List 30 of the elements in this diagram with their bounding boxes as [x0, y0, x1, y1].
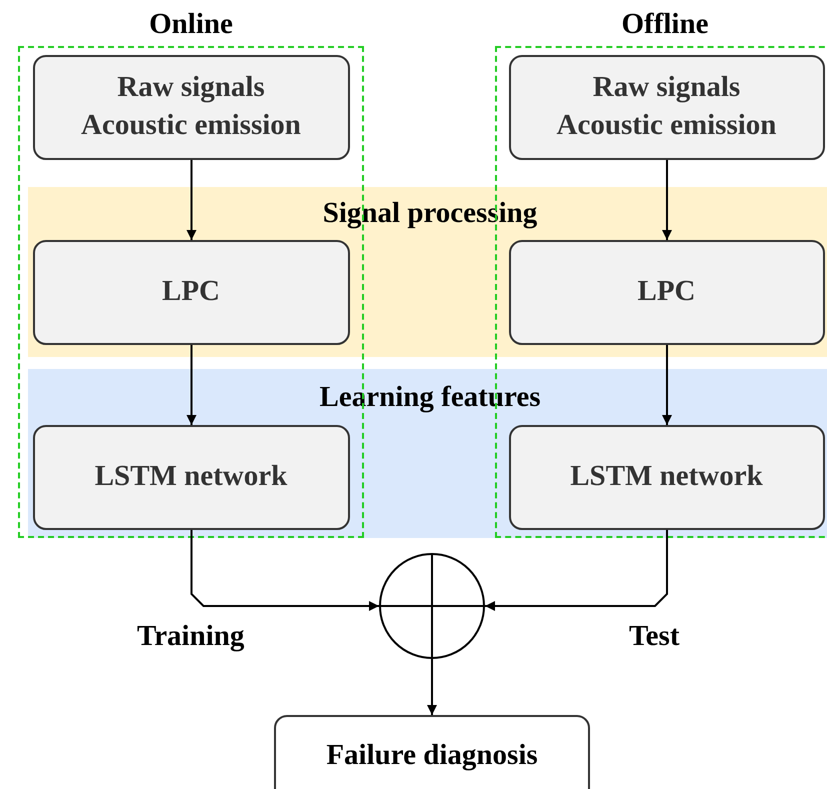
- box-label: Raw signals: [592, 70, 740, 106]
- box-label: Failure diagnosis: [326, 738, 538, 773]
- edge-label: Test: [629, 620, 680, 653]
- box-label: Raw signals: [117, 70, 265, 106]
- process-box: [274, 715, 590, 789]
- box-label: LPC: [162, 274, 220, 310]
- process-box: [32, 240, 350, 344]
- arrow: [662, 345, 672, 425]
- box-label: Acoustic emission: [556, 108, 776, 143]
- stage-title: Signal processing: [322, 197, 538, 230]
- box-label: LPC: [638, 274, 696, 310]
- box-label: Acoustic emission: [81, 108, 301, 143]
- process-box: [32, 54, 350, 160]
- edge-label: Training: [137, 620, 244, 653]
- process-box: [508, 424, 824, 530]
- box-label: LSTM network: [94, 459, 288, 494]
- process-box: [508, 54, 824, 160]
- arrow: [186, 345, 196, 425]
- stage-title: Learning features: [320, 381, 540, 414]
- summing-junction: [379, 553, 485, 659]
- process-box: [508, 240, 824, 344]
- box-label: LSTM network: [570, 459, 763, 494]
- arrow: [485, 530, 668, 611]
- arrow: [190, 530, 379, 611]
- process-box: [32, 424, 350, 530]
- arrow: [427, 659, 437, 715]
- group-title: Online: [148, 8, 234, 41]
- group-title: Offline: [620, 8, 710, 41]
- arrow: [186, 160, 196, 240]
- arrow: [662, 160, 672, 240]
